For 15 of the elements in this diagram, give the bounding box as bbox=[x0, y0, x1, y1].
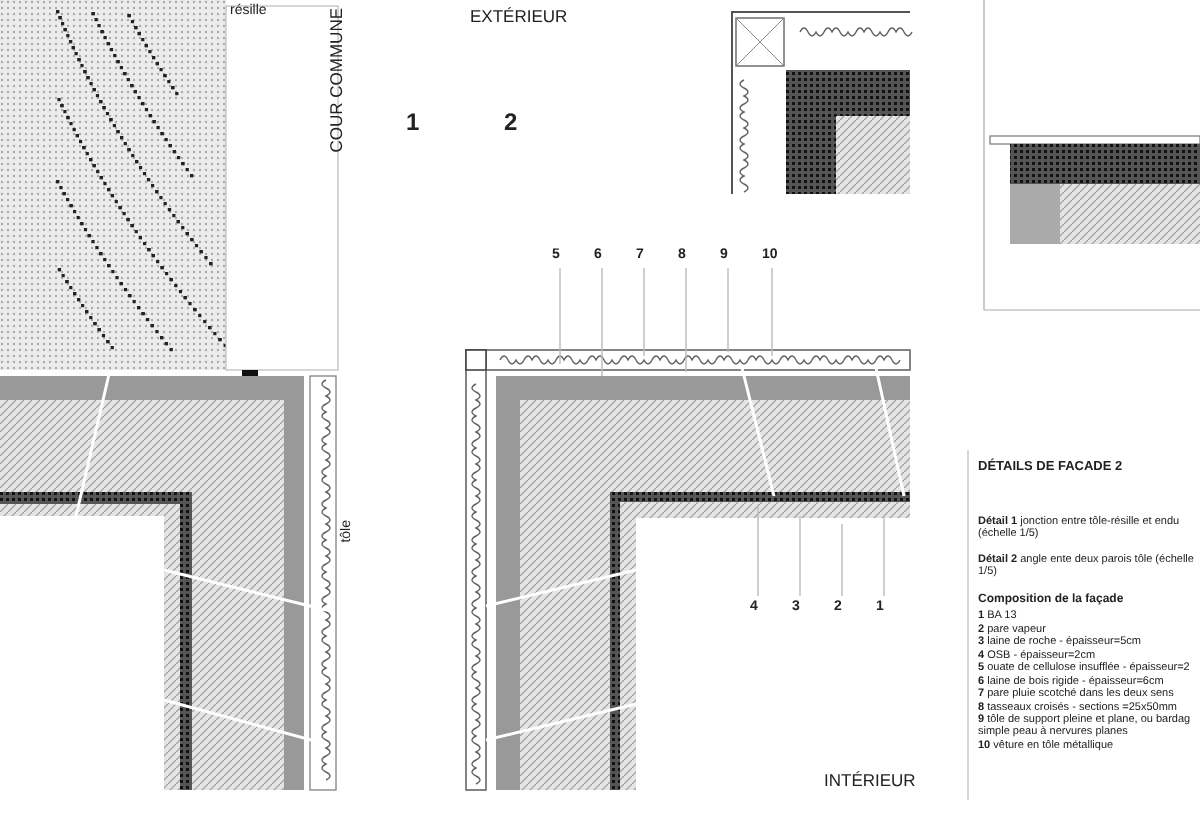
leader-line bbox=[841, 523, 843, 597]
leader-line bbox=[727, 267, 729, 353]
leader-line bbox=[757, 503, 759, 597]
zone-label: EXTÉRIEUR bbox=[470, 8, 568, 28]
detail-number: 2 bbox=[504, 110, 518, 138]
zone-label: COUR COMMUNE bbox=[328, 8, 348, 153]
leader-line bbox=[883, 515, 885, 597]
leader-line bbox=[685, 267, 687, 373]
leader-line bbox=[771, 267, 773, 357]
leader-line bbox=[559, 267, 561, 365]
leader-line bbox=[601, 267, 603, 377]
leader-line bbox=[799, 515, 801, 597]
detail-number: 1 bbox=[406, 110, 420, 138]
leader-line bbox=[643, 267, 645, 357]
zone-label: INTÉRIEUR bbox=[824, 772, 916, 792]
